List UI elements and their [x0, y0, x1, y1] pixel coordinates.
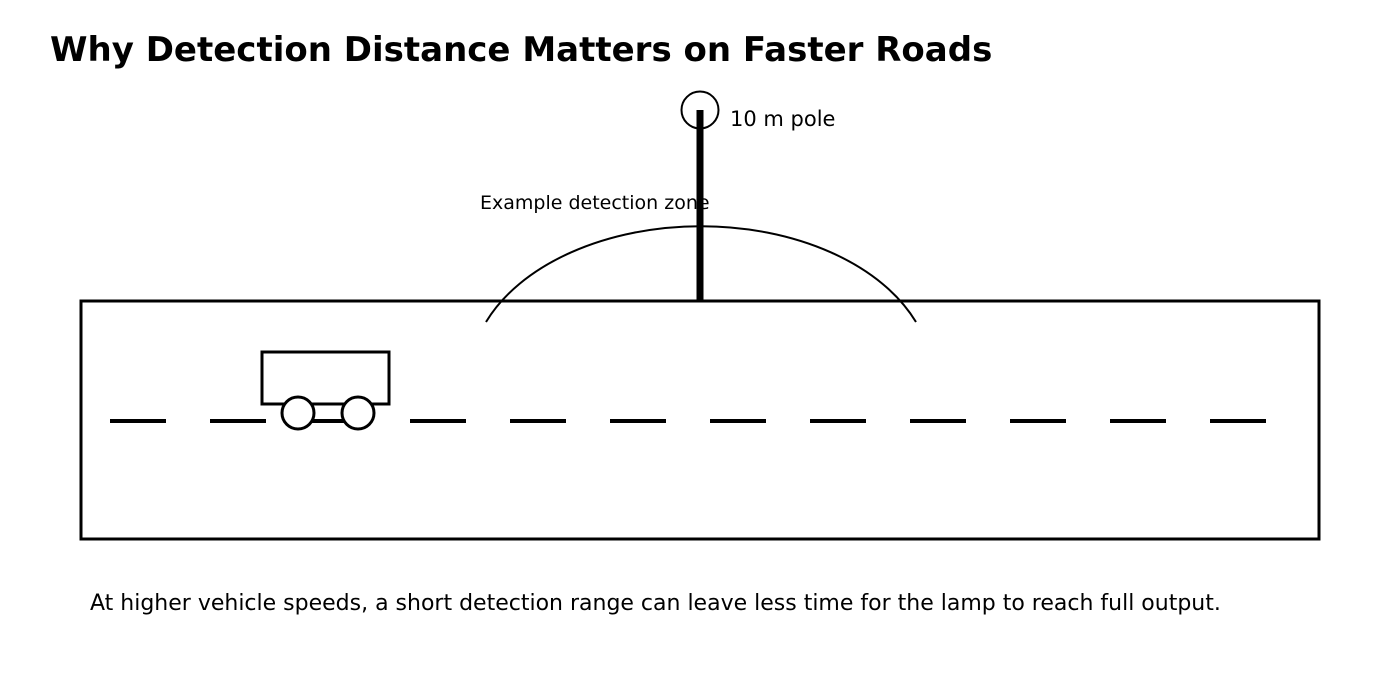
lamp-head: [680, 90, 720, 130]
diagram-title: Why Detection Distance Matters on Faster…: [50, 30, 993, 70]
vehicle-body: [260, 350, 391, 406]
vehicle: [260, 350, 391, 431]
vehicle-wheel: [340, 395, 376, 431]
vehicle-wheel: [280, 395, 316, 431]
detection-zone-label: Example detection zone: [480, 192, 710, 214]
diagram-caption: At higher vehicle speeds, a short detect…: [90, 591, 1221, 616]
pole-label: 10 m pole: [730, 107, 835, 131]
